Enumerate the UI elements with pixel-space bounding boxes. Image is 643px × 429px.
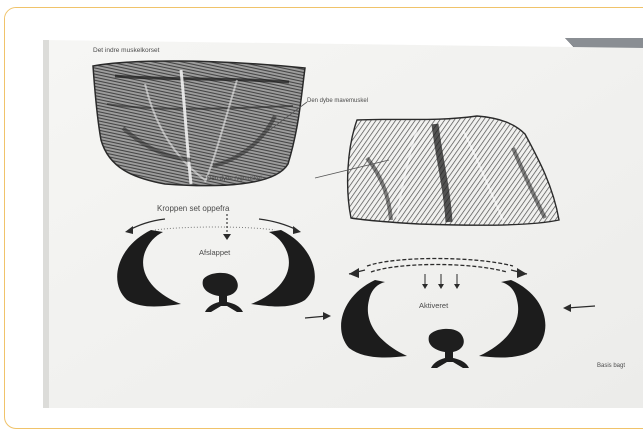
activated-label: Aktiveret	[419, 301, 449, 310]
paper-edge	[43, 40, 49, 408]
basis-text: Basis bagt	[597, 363, 625, 369]
card-frame: Det indre muskelkorset Den dybe mavemusk…	[4, 7, 643, 429]
body-from-above-label: Kroppen set oppefra	[157, 204, 230, 213]
photo-canvas: Det indre muskelkorset Den dybe mavemusk…	[5, 8, 643, 408]
deep-belly-muscle-label: Den dybe mavemuskel	[307, 98, 368, 104]
deep-back-muscle-label: Den dybe rygmuskel	[207, 176, 262, 182]
abdominal-muscle-illustration	[93, 61, 305, 186]
relaxed-label: Afslappet	[199, 248, 231, 257]
anatomy-photo: Det indre muskelkorset Den dybe mavemusk…	[5, 8, 643, 408]
header-text: Det indre muskelkorset	[93, 47, 160, 54]
keyboard-edge	[565, 38, 643, 48]
